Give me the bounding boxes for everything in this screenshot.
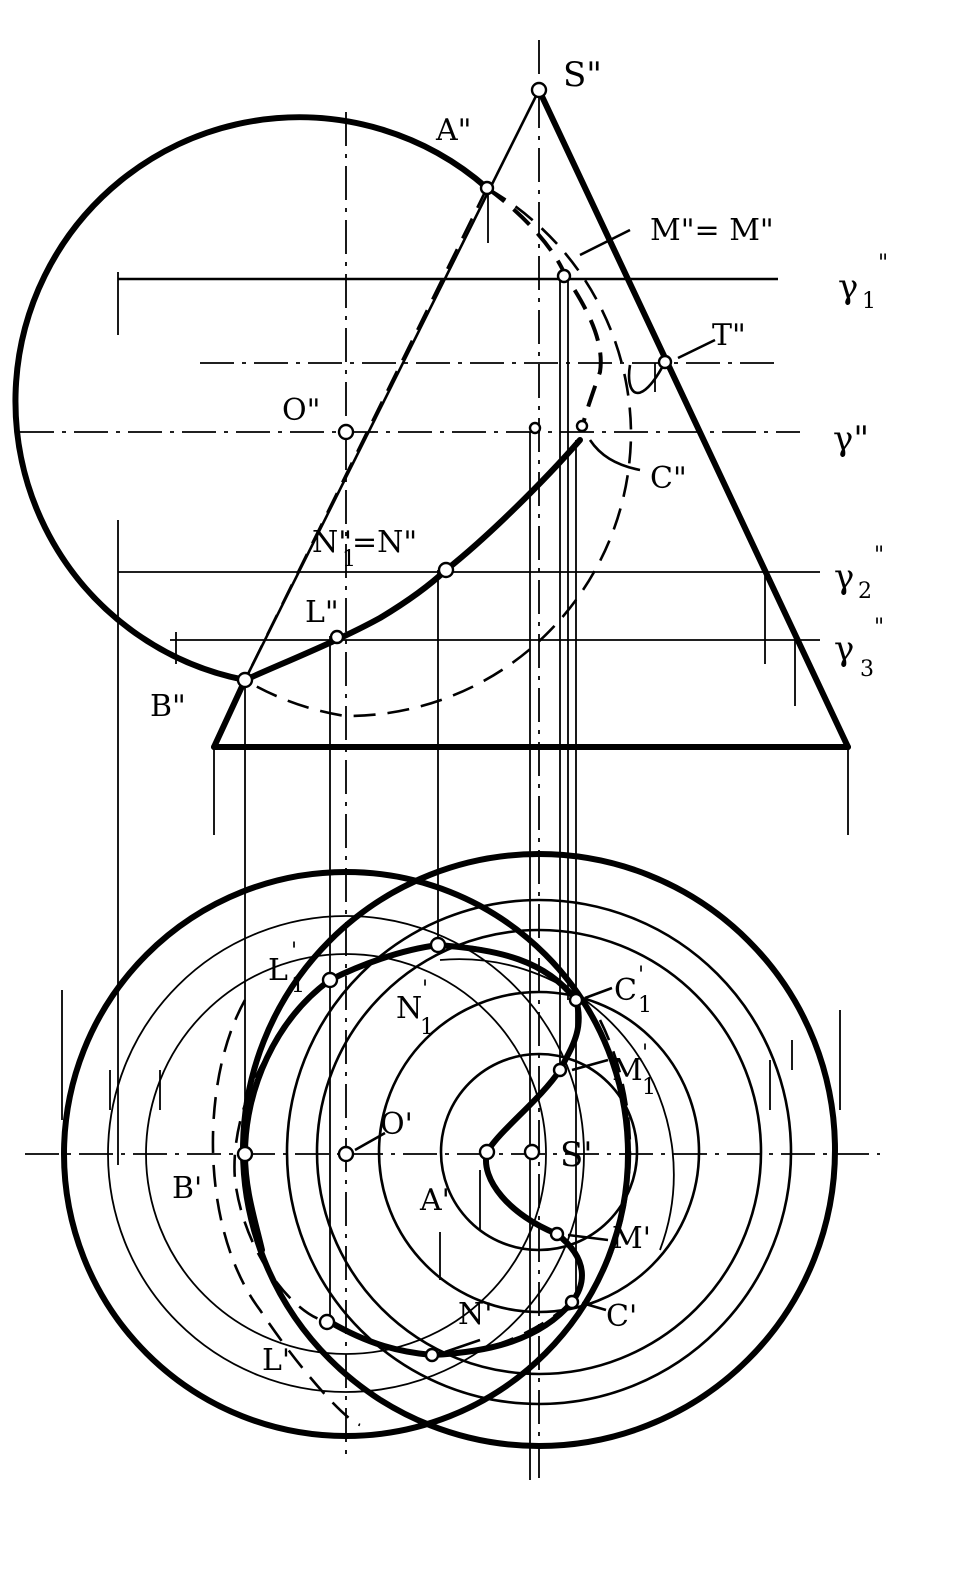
point-A1 (478, 1143, 496, 1161)
point-M2 (556, 268, 572, 284)
leader-C1 (581, 1301, 607, 1312)
label-N2-subscript: 1 (342, 547, 356, 572)
label-C1p-prime: ' (638, 963, 644, 988)
label-gamma3-prime: " (874, 615, 884, 640)
point-A2 (479, 180, 495, 196)
point-B1 (236, 1145, 254, 1163)
hidden-curve-left-outer (211, 999, 361, 1427)
hidden-curve-right (598, 1019, 632, 1281)
point-M1 (549, 1226, 565, 1242)
leader-arrows (354, 228, 716, 1354)
label-A2: A" (435, 113, 471, 148)
leader-M2 (579, 228, 631, 257)
point-B2 (236, 671, 254, 689)
label-L1p-sub: 1 (291, 973, 305, 998)
leader-N1 (444, 1338, 481, 1354)
label-gamma1-prime: " (878, 251, 888, 276)
leader-C2 (588, 439, 641, 472)
label-O1: O' (380, 1107, 413, 1142)
cone-circle-gamma2 (315, 928, 763, 1376)
label-M1p: M (612, 1053, 643, 1088)
labels: S" A" M"= M" T" O" C" N"=N" 1 L" B" γ 1 … (150, 55, 888, 1378)
intersection-curve-left-visible (242, 977, 333, 1253)
projection-lines (117, 275, 849, 1480)
point-C1 (564, 1294, 580, 1310)
label-L1: L' (262, 1343, 290, 1378)
label-B2: B" (150, 689, 186, 724)
label-gamma3: γ (834, 629, 854, 669)
label-N1p-sub: 1 (420, 1015, 434, 1040)
label-N1p: N (396, 991, 422, 1026)
label-C2: C" (650, 461, 687, 496)
label-gamma1: γ (838, 267, 858, 307)
label-M2: M"= M" (650, 213, 774, 248)
point-N2 (437, 561, 455, 579)
cone-right-generator (536, 87, 851, 750)
label-C1: C' (606, 1299, 637, 1334)
label-S2: S" (563, 55, 602, 95)
top-view (25, 851, 880, 1449)
point-S1 (523, 1143, 541, 1161)
leader-M1 (567, 1233, 609, 1242)
leader-M1p (571, 1058, 609, 1072)
leader-T2 (677, 338, 716, 360)
label-N1p-prime: ' (422, 977, 428, 1002)
sphere-outline-hidden (244, 186, 633, 718)
front-view (12, 40, 851, 1480)
intersection-curve-t-loop (627, 361, 667, 395)
label-gamma2-sub: 2 (858, 579, 872, 604)
point-S2 (530, 81, 548, 99)
label-gamma2-prime: " (874, 543, 884, 568)
leader-C1p (584, 986, 613, 1000)
point-M1p (552, 1062, 568, 1078)
label-B1: B' (172, 1171, 202, 1206)
sphere-circle-2 (145, 953, 547, 1355)
point-L2 (329, 629, 345, 645)
label-L2: L" (305, 595, 339, 630)
leader-O1 (354, 1131, 386, 1152)
sphere-circle-3 (439, 958, 675, 1251)
label-L1p: L (268, 953, 288, 988)
point-N1 (424, 1347, 440, 1363)
label-S1: S' (560, 1135, 593, 1175)
point-T2 (657, 354, 673, 370)
point-O1 (337, 1145, 355, 1163)
point-C1p (568, 992, 584, 1008)
cone-left-generator-bottom (211, 677, 248, 750)
label-M1p-sub: 1 (642, 1075, 656, 1100)
point-C2 (575, 419, 589, 433)
label-C1p: C (614, 973, 637, 1008)
label-gamma3-sub: 3 (860, 657, 874, 682)
label-T2: T" (712, 318, 746, 353)
label-M1: M' (612, 1221, 651, 1256)
label-A1: A' (419, 1183, 450, 1218)
point-N1p (429, 936, 447, 954)
cone-circle-gamma1 (439, 1052, 639, 1252)
point-gamma-cone (528, 421, 542, 435)
label-gamma: γ" (833, 419, 869, 459)
label-C1p-sub: 1 (638, 993, 652, 1018)
point-L1p (321, 971, 339, 989)
sphere-equator-circle (61, 869, 631, 1439)
label-gamma2: γ (834, 557, 854, 597)
label-N1: N' (458, 1297, 493, 1332)
points (236, 81, 673, 1363)
intersection-curve-front-upper (485, 186, 603, 429)
cone-circle-gamma (377, 990, 701, 1314)
sphere-circle-1 (107, 915, 585, 1393)
label-gamma1-sub: 1 (862, 289, 876, 314)
label-N2: N"=N" (312, 525, 417, 560)
label-O2: O" (282, 393, 320, 428)
sphere-outline (12, 114, 490, 683)
label-L1p-prime: ' (291, 939, 297, 964)
intersection-curve-front (242, 437, 583, 683)
point-L1 (318, 1313, 336, 1331)
hidden-generator (243, 187, 489, 681)
label-M1p-prime: ' (642, 1041, 648, 1066)
point-O2 (337, 423, 355, 441)
cone-circle-gamma3 (285, 898, 793, 1406)
intersection-curve-top-upper (327, 942, 441, 983)
